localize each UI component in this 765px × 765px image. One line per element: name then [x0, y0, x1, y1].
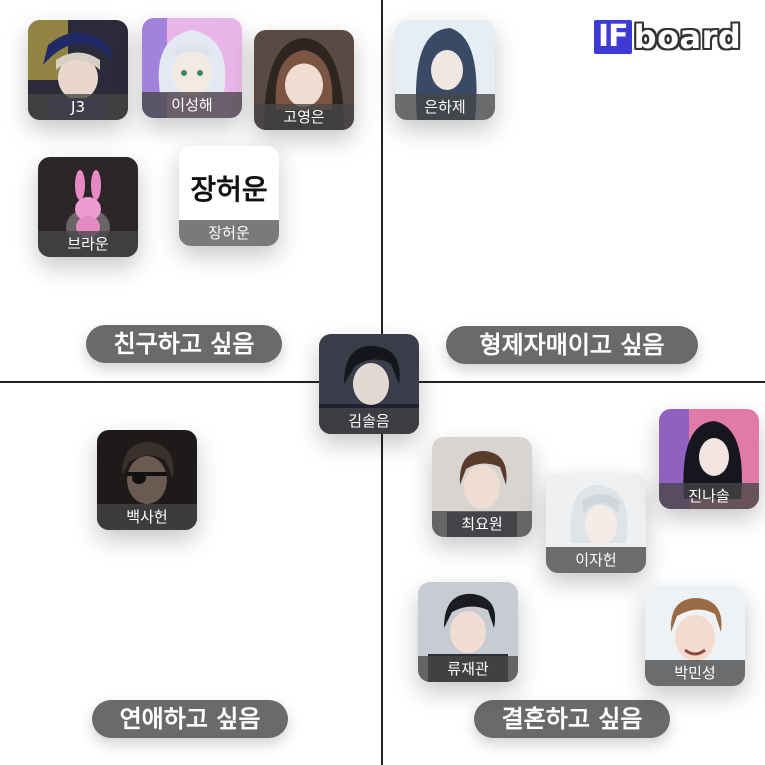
character-card-lee-seonghae[interactable]: 이성해: [142, 18, 242, 118]
quadrant-label-sibling: 형제자매이고 싶음: [446, 326, 698, 364]
character-name: 은하제: [395, 94, 495, 120]
character-card-eun-haje[interactable]: 은하제: [395, 20, 495, 120]
character-card-j3[interactable]: J3: [28, 20, 128, 120]
character-name: 최요원: [432, 511, 532, 537]
character-card-kim-solum[interactable]: 김솔음: [319, 334, 419, 434]
character-name: 백사헌: [97, 504, 197, 530]
character-card-jang-heoun[interactable]: 장허운 장허운: [179, 146, 279, 246]
character-title-text: 장허운: [190, 173, 268, 206]
character-name: 김솔음: [319, 408, 419, 434]
character-card-park-minseong[interactable]: 박민성: [645, 586, 745, 686]
logo-board: board: [633, 18, 742, 56]
character-card-baek-saheon[interactable]: 백사헌: [97, 430, 197, 530]
character-name: J3: [28, 94, 128, 120]
character-name: 장허운: [179, 220, 279, 246]
character-card-choi-yowon[interactable]: 최요원: [432, 437, 532, 537]
quadrant-label-dating: 연애하고 싶음: [92, 700, 288, 738]
character-name: 박민성: [645, 660, 745, 686]
character-name: 이성해: [142, 92, 242, 118]
character-card-brown[interactable]: 브라운: [38, 157, 138, 257]
character-card-lee-jaheon[interactable]: 이자헌: [546, 473, 646, 573]
character-name: 고영은: [254, 104, 354, 130]
character-card-jin-nasol[interactable]: 진나솔: [659, 409, 759, 509]
quadrant-label-marriage: 결혼하고 싶음: [474, 700, 670, 738]
character-name: 류재관: [418, 656, 518, 682]
character-card-go-yeongeun[interactable]: 고영은: [254, 30, 354, 130]
ifboard-logo: IF board: [594, 18, 741, 56]
logo-if: IF: [594, 20, 632, 54]
quadrant-label-friend: 친구하고 싶음: [86, 325, 282, 363]
character-card-ryu-jaegwan[interactable]: 류재관: [418, 582, 518, 682]
character-name: 브라운: [38, 231, 138, 257]
character-name: 이자헌: [546, 547, 646, 573]
character-name: 진나솔: [659, 483, 759, 509]
